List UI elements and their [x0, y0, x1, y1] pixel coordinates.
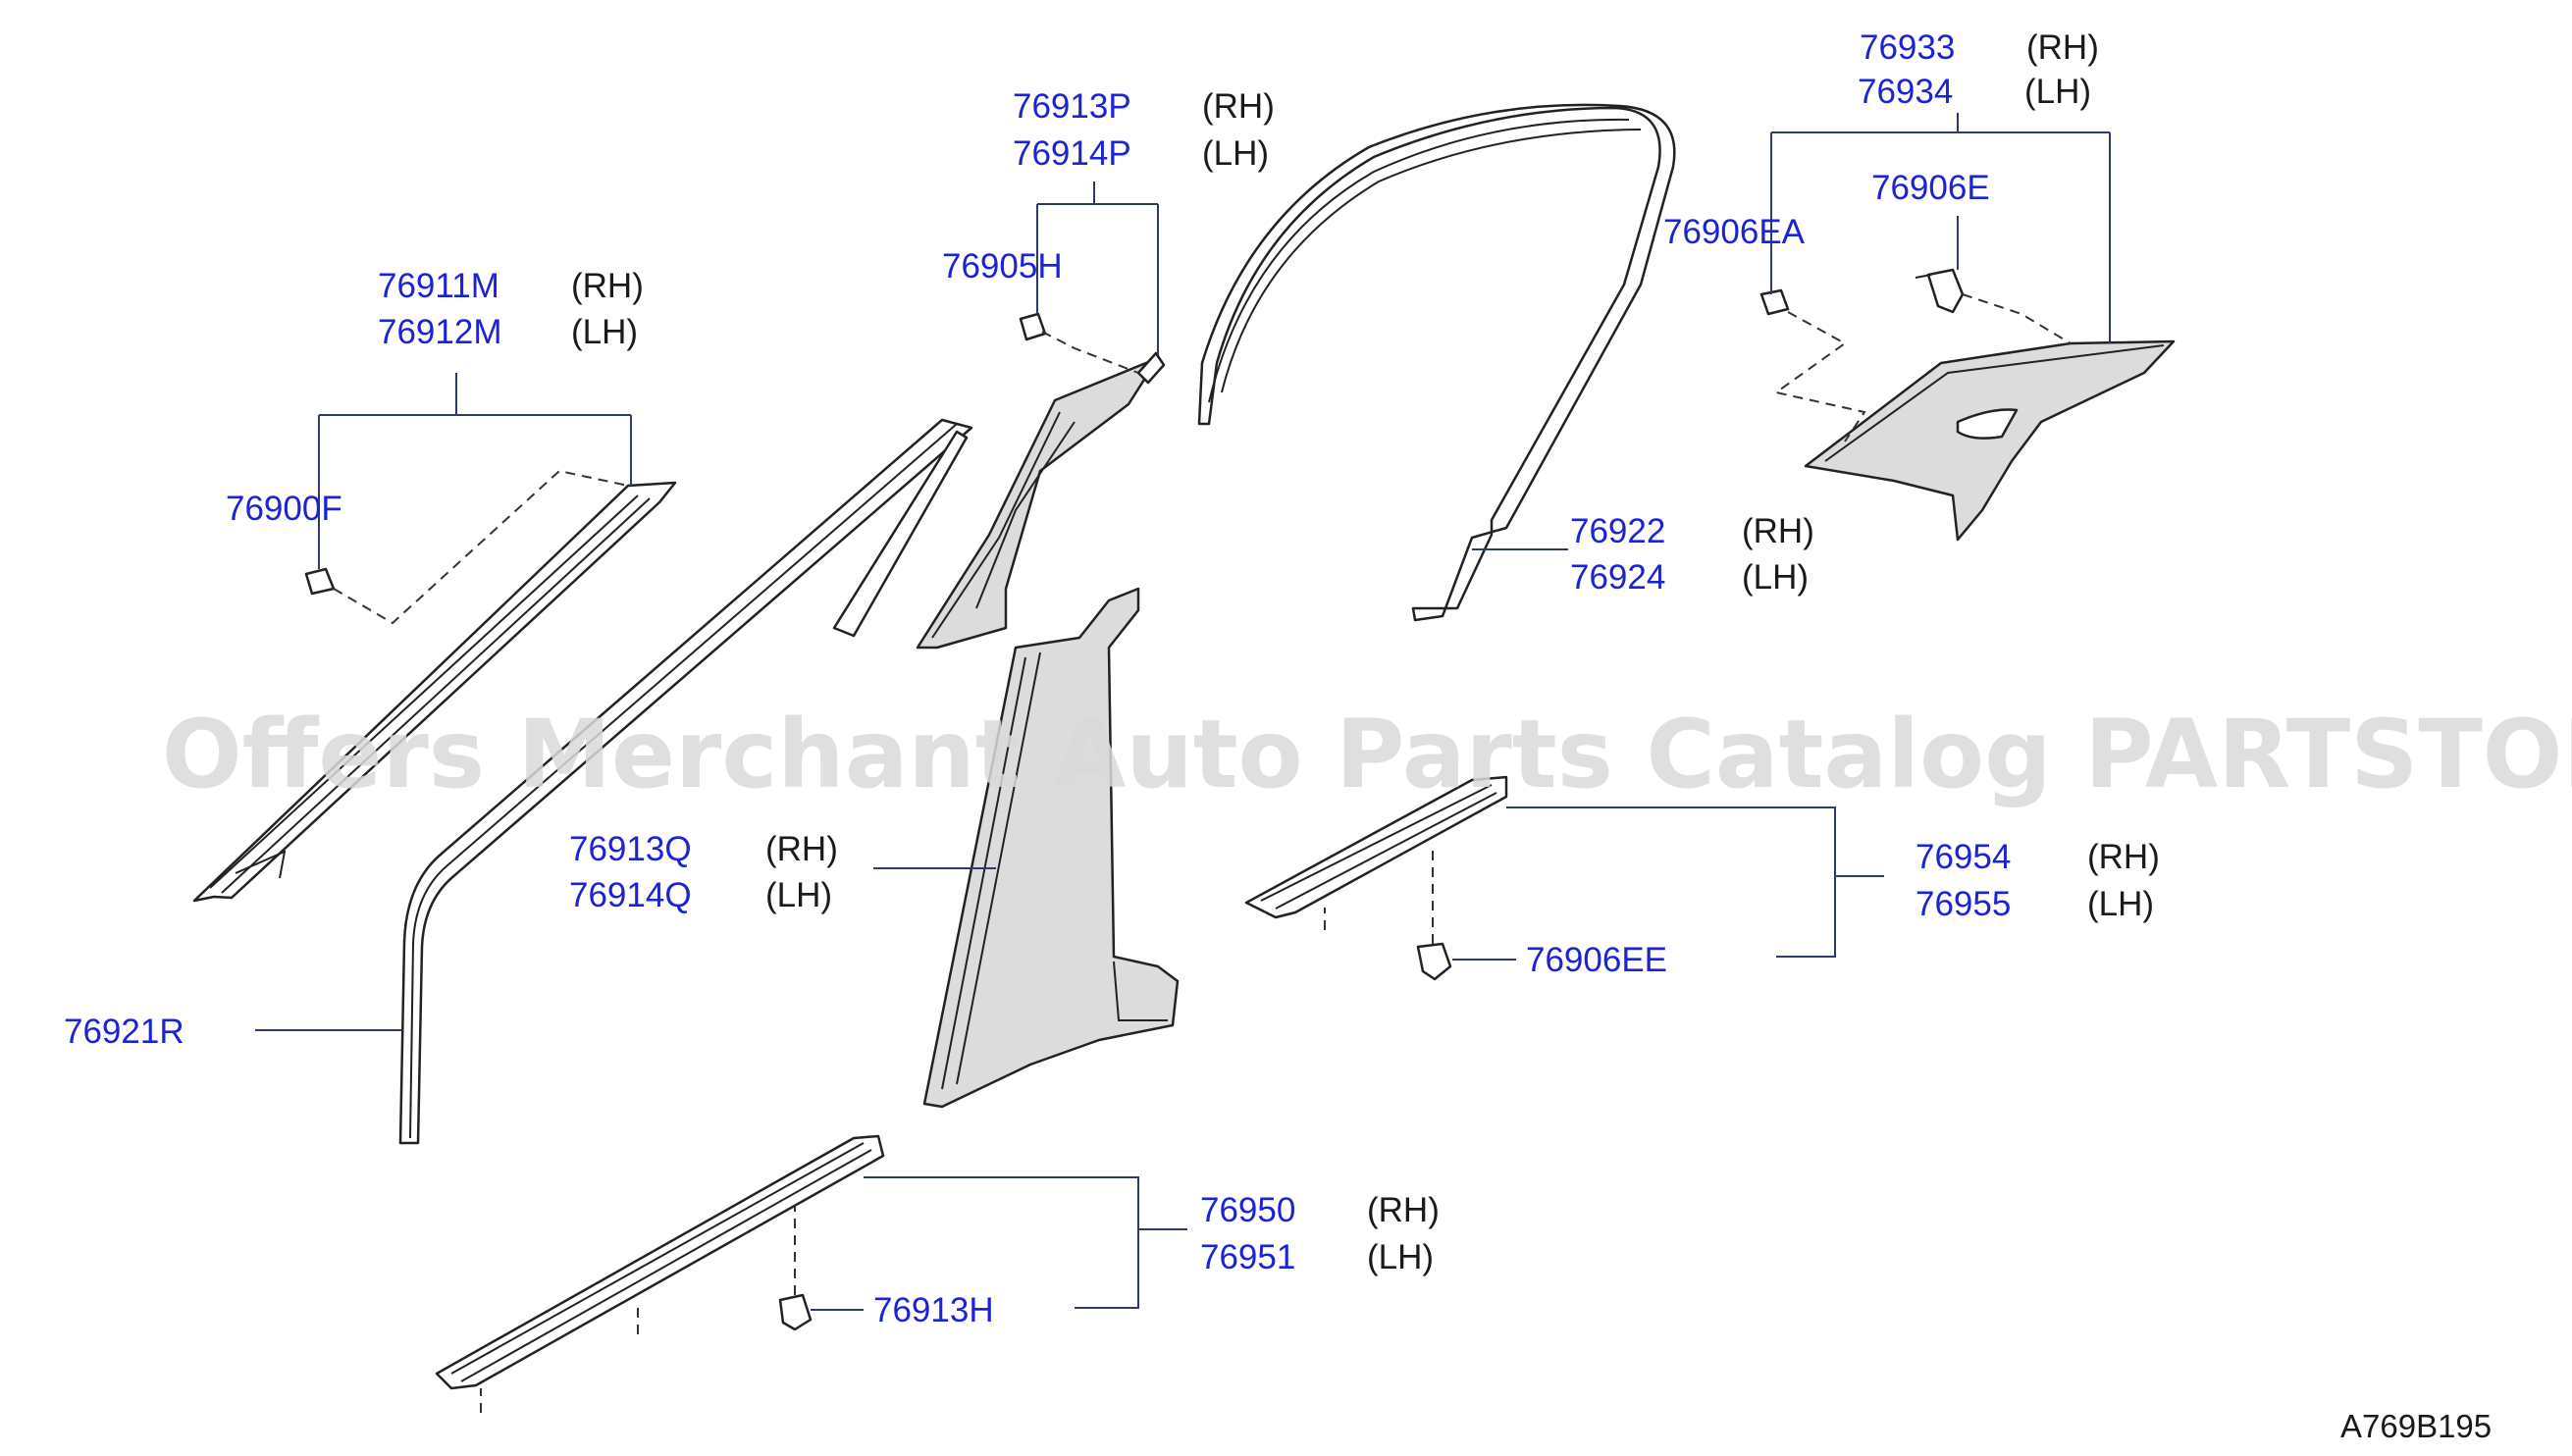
clip-76905h	[1019, 312, 1047, 341]
clip-76900f	[304, 567, 336, 596]
callout-76950: 76950 (RH)	[1200, 1191, 1440, 1229]
callout-76911m: 76911M (RH)	[378, 267, 644, 305]
part-number[interactable]: 76951	[1200, 1238, 1295, 1276]
center-pillar-garnish	[922, 587, 1180, 1109]
part-number[interactable]: 76950	[1200, 1191, 1295, 1229]
callout-76955: 76955 (LH)	[1916, 885, 2154, 923]
part-number[interactable]: 76914P	[1013, 134, 1131, 173]
callout-76914q: 76914Q (LH)	[569, 876, 832, 914]
callout-76913q: 76913Q (RH)	[569, 830, 838, 868]
side-label: (RH)	[2087, 838, 2160, 876]
callout-76900f[interactable]: 76900F	[226, 490, 342, 528]
clip-76913h	[778, 1293, 813, 1331]
front-kicking-plate	[1244, 775, 1508, 919]
clip-76906ea	[1759, 288, 1790, 316]
clip-76906ee	[1416, 942, 1452, 981]
side-label: (RH)	[2026, 28, 2099, 67]
callout-76924: 76924 (LH)	[1570, 558, 1809, 597]
rear-quarter-upper-trim	[1804, 339, 2176, 542]
callout-76905h[interactable]: 76905H	[942, 247, 1063, 286]
side-label: (LH)	[1742, 558, 1809, 597]
callout-76912m: 76912M (LH)	[378, 313, 638, 351]
part-number[interactable]: 76913P	[1013, 87, 1131, 126]
callout-76913p: 76913P (RH)	[1013, 87, 1275, 126]
rear-door-weatherstrip	[1197, 103, 1676, 622]
callout-76922: 76922 (RH)	[1570, 512, 1814, 550]
part-number[interactable]: 76955	[1916, 885, 2011, 923]
side-label: (LH)	[571, 313, 638, 351]
clip-76906e	[1915, 268, 1965, 314]
part-number[interactable]: 76934	[1858, 73, 1953, 111]
side-label: (LH)	[765, 876, 832, 914]
callout-76906ea[interactable]: 76906EA	[1663, 213, 1806, 251]
side-label: (RH)	[571, 267, 644, 305]
callout-76954: 76954 (RH)	[1916, 838, 2160, 876]
a-pillar-lower-garnish	[916, 351, 1166, 650]
part-number[interactable]: 76911M	[378, 267, 499, 305]
callout-76921r[interactable]: 76921R	[64, 1013, 184, 1051]
part-number[interactable]: 76912M	[378, 313, 501, 351]
part-number[interactable]: 76933	[1860, 28, 1955, 67]
part-number[interactable]: 76914Q	[569, 876, 692, 914]
watermark-text: Offers Merchant Auto Parts Catalog PARTS…	[162, 700, 2572, 809]
side-label: (RH)	[765, 830, 838, 868]
part-number[interactable]: 76922	[1570, 512, 1665, 550]
callout-76933: 76933 (RH)	[1860, 28, 2099, 67]
rear-kicking-plate	[435, 1134, 885, 1390]
callout-76913h[interactable]: 76913H	[873, 1291, 994, 1329]
side-label: (LH)	[2087, 885, 2154, 923]
callout-76906ee[interactable]: 76906EE	[1526, 941, 1667, 979]
a-pillar-upper-garnish	[192, 481, 677, 903]
part-number[interactable]: 76913Q	[569, 830, 692, 868]
callout-76906e[interactable]: 76906E	[1871, 169, 1990, 207]
front-door-weatherstrip	[398, 418, 973, 1145]
diagram-code: A769B195	[2340, 1408, 2492, 1444]
side-label: (LH)	[1367, 1238, 1434, 1276]
callout-76934: 76934 (LH)	[1858, 73, 2091, 111]
side-label: (RH)	[1742, 512, 1814, 550]
callout-76914p: 76914P (LH)	[1013, 134, 1269, 173]
leader-lines	[255, 113, 2111, 1311]
side-label: (RH)	[1367, 1191, 1440, 1229]
side-label: (RH)	[1202, 87, 1275, 126]
assembly-dashed-lines	[333, 293, 2072, 1413]
side-label: (LH)	[2024, 73, 2091, 111]
part-number[interactable]: 76924	[1570, 558, 1665, 597]
part-number[interactable]: 76954	[1916, 838, 2011, 876]
callout-76951: 76951 (LH)	[1200, 1238, 1434, 1276]
side-label: (LH)	[1202, 134, 1269, 173]
